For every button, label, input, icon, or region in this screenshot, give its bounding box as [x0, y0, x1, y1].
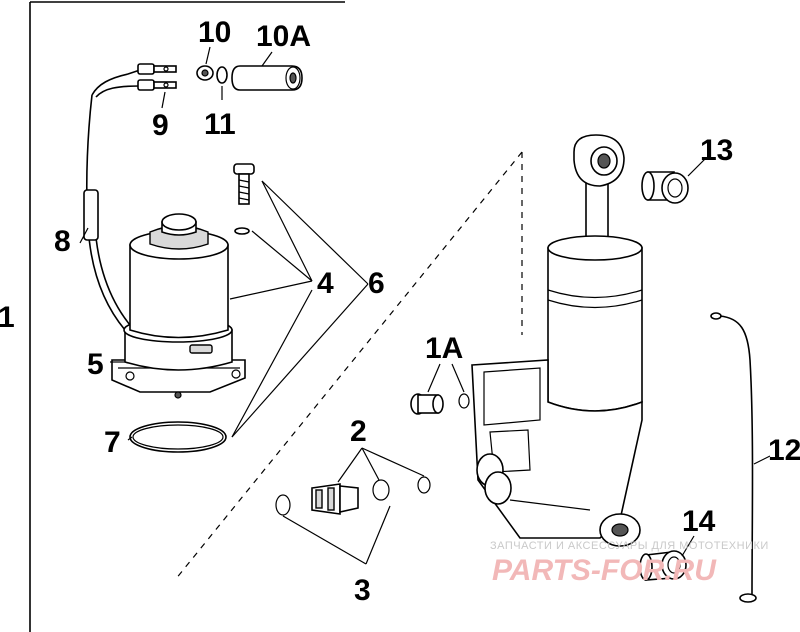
- callout-9: 9: [152, 109, 169, 142]
- fuse-holder-parts-10-11-10a: [196, 65, 303, 91]
- callout-1: 1: [0, 301, 15, 334]
- watermark: ЗАПЧАСТИ И АКСЕССУАРЫ ДЛЯ МОТОТЕХНИКИ PA…: [490, 540, 769, 587]
- callout-14: 14: [682, 505, 716, 538]
- mounting-screw-and-washer: [233, 163, 255, 235]
- valve-and-rings-parts-2-3: [275, 476, 431, 516]
- callout-8: 8: [54, 225, 71, 258]
- callout-labels: 1 1A 2 3 4 5 6 7 8 9 10 10A 11 12 13 14: [0, 16, 800, 607]
- tilt-cylinder-assembly: [471, 134, 643, 547]
- fill-plug-part-1a: [410, 393, 470, 415]
- callout-2: 2: [350, 415, 367, 448]
- callout-12: 12: [768, 434, 800, 467]
- callout-11: 11: [204, 108, 236, 141]
- callout-5: 5: [87, 348, 104, 381]
- assembly-bracket: [29, 1, 345, 632]
- watermark-tagline: ЗАПЧАСТИ И АКСЕССУАРЫ ДЛЯ МОТОТЕХНИКИ: [490, 540, 769, 552]
- callout-3: 3: [354, 574, 371, 607]
- wire-terminals-part-9: [85, 63, 177, 226]
- callout-4: 4: [317, 267, 334, 300]
- leader-lines: [79, 46, 771, 565]
- callout-13: 13: [700, 134, 733, 167]
- callout-10a: 10A: [256, 20, 311, 53]
- bushing-part-14: [639, 550, 687, 581]
- harness-part-8: [83, 189, 131, 331]
- ground-wire-part-12: [710, 312, 757, 603]
- tilt-motor: [111, 213, 246, 399]
- bushing-part-13: [641, 171, 689, 204]
- watermark-logo: PARTS-FOR.RU: [492, 554, 717, 587]
- callout-6: 6: [368, 267, 385, 300]
- callout-10: 10: [198, 16, 231, 49]
- o-ring-part-7: [129, 421, 227, 453]
- callout-1a: 1A: [425, 332, 463, 365]
- dashed-assembly-lines: [174, 151, 523, 581]
- callout-7: 7: [104, 426, 121, 459]
